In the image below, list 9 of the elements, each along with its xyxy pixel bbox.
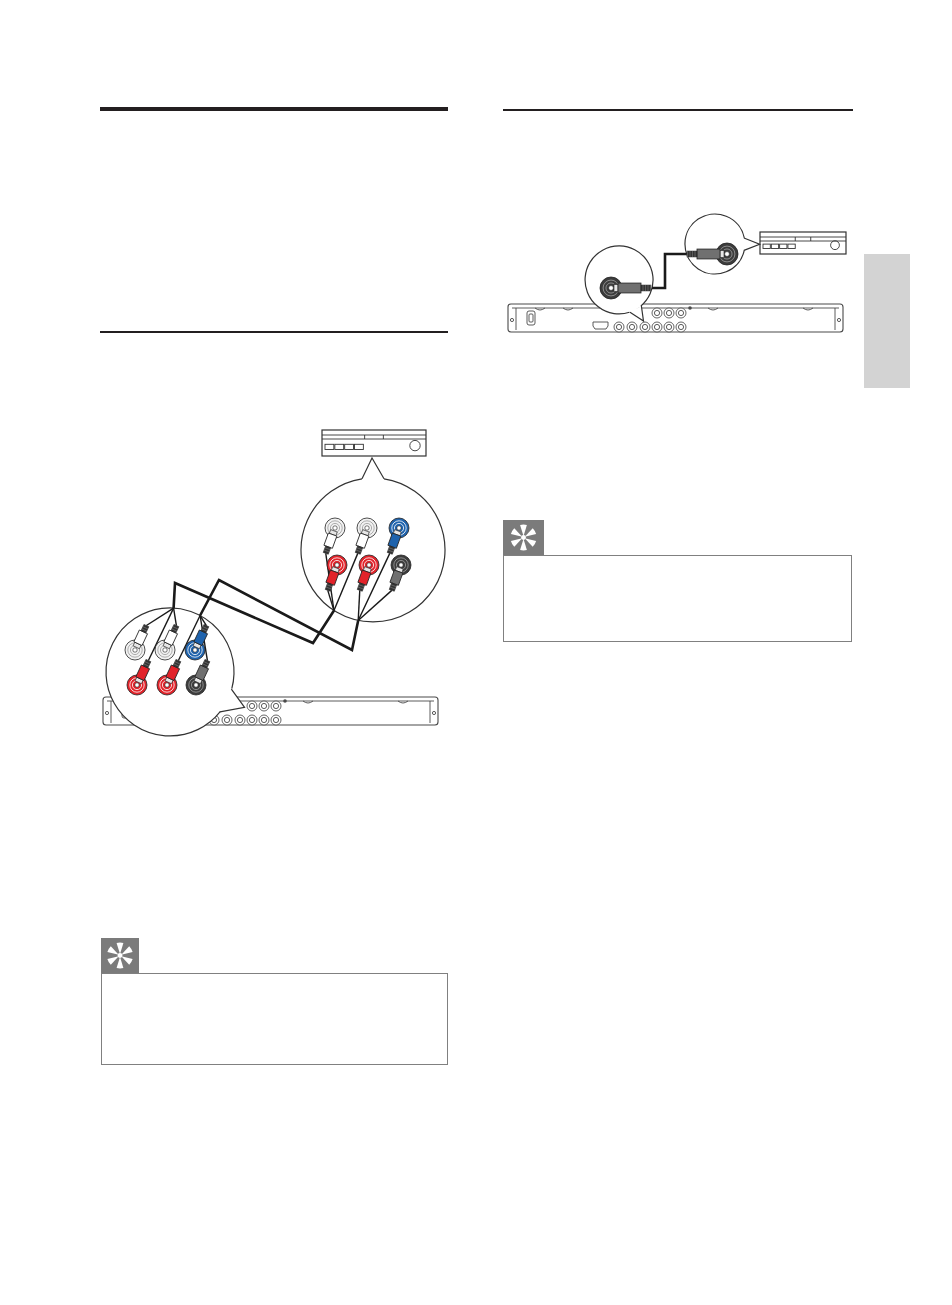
callout-circle	[584, 245, 654, 315]
cable-line	[172, 581, 336, 645]
callout-circle	[105, 607, 235, 737]
cable-line	[652, 252, 687, 290]
note-box	[503, 555, 852, 642]
side-tab	[864, 254, 910, 388]
note-box	[101, 973, 448, 1065]
callout-circle	[300, 477, 446, 623]
cable-line	[198, 578, 360, 652]
